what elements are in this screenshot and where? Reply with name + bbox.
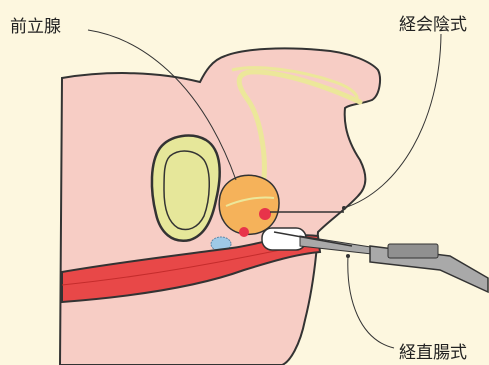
prostate-label: 前立腺: [10, 12, 61, 37]
transrectal-leader-line: [348, 256, 394, 348]
transperineal-label: 経会陰式: [399, 10, 467, 35]
lesion-left: [239, 227, 249, 237]
transrectal-leader-dot: [346, 254, 350, 258]
lesion-right: [259, 208, 271, 220]
transperineal-leader-dot: [342, 206, 346, 210]
transrectal-label: 経直腸式: [399, 338, 467, 363]
